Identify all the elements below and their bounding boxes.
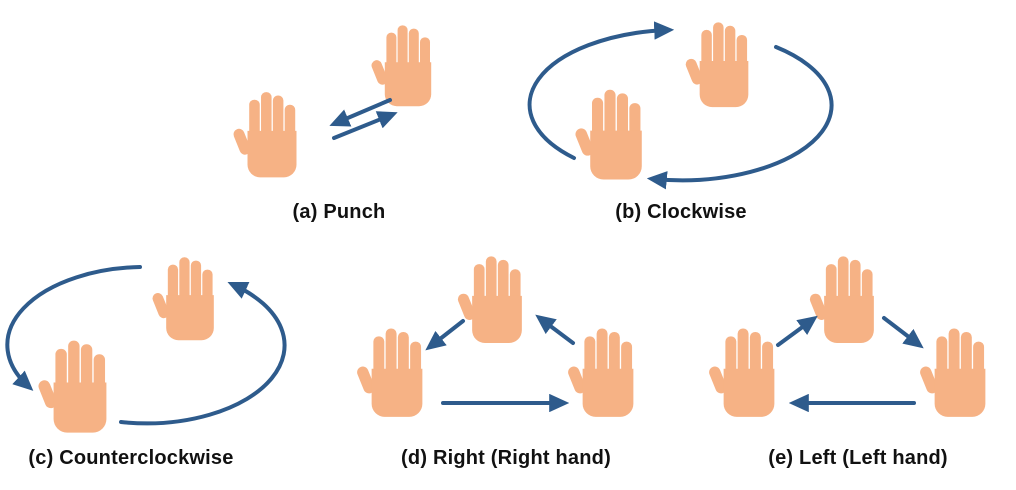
panel-punch-graphic [231,25,432,178]
hand-icon [231,92,297,178]
panel-counterclockwise-arrows [5,265,287,426]
hand-icon [684,22,749,108]
hand-icon [36,340,107,433]
left-arrow-top-to-right-icon [882,316,924,349]
hand-icon [808,256,874,343]
panel-right-arrows [425,314,575,413]
panel-clockwise-graphic [527,21,834,190]
hand-icon [369,25,432,107]
hand-icon [707,328,775,417]
hand-icon [150,257,214,341]
panel-right-graphic [355,256,634,417]
clockwise-arc-top-icon [527,21,675,160]
hand-icon [918,328,986,417]
hand-icon [566,328,634,417]
panel-label-left: (e) Left (Left hand) [768,447,948,469]
clockwise-arc-bottom-icon [646,45,834,190]
panel-right-hands [355,256,634,417]
hand-icon [456,256,522,343]
panel-left-graphic [707,256,986,417]
panel-label-punch: (a) Punch [292,201,386,223]
panel-punch-hands [231,25,432,178]
left-arrow-leftbottom-to-top-icon [776,315,818,347]
panel-clockwise-hands [573,22,749,180]
counterclockwise-arc-right-icon [119,281,287,426]
right-arrow-rightbottom-to-top-icon [535,314,575,345]
panel-punch-arrows [329,98,398,140]
panel-clockwise-arrows [527,21,834,190]
punch-arrow-down-left-icon [329,98,392,127]
counterclockwise-arc-left-icon [5,265,142,391]
hand-icon [573,89,642,180]
panel-counterclockwise-graphic [5,257,287,433]
panel-label-right: (d) Right (Right hand) [401,447,611,469]
panel-left-arrows [776,315,924,413]
panel-label-clockwise: (b) Clockwise [615,201,747,223]
hand-icon [355,328,423,417]
punch-arrow-up-right-icon [332,111,398,140]
panel-label-counterclockwise: (c) Counterclockwise [28,447,234,469]
panel-left-hands [707,256,986,417]
right-arrow-top-to-left-icon [425,319,465,351]
